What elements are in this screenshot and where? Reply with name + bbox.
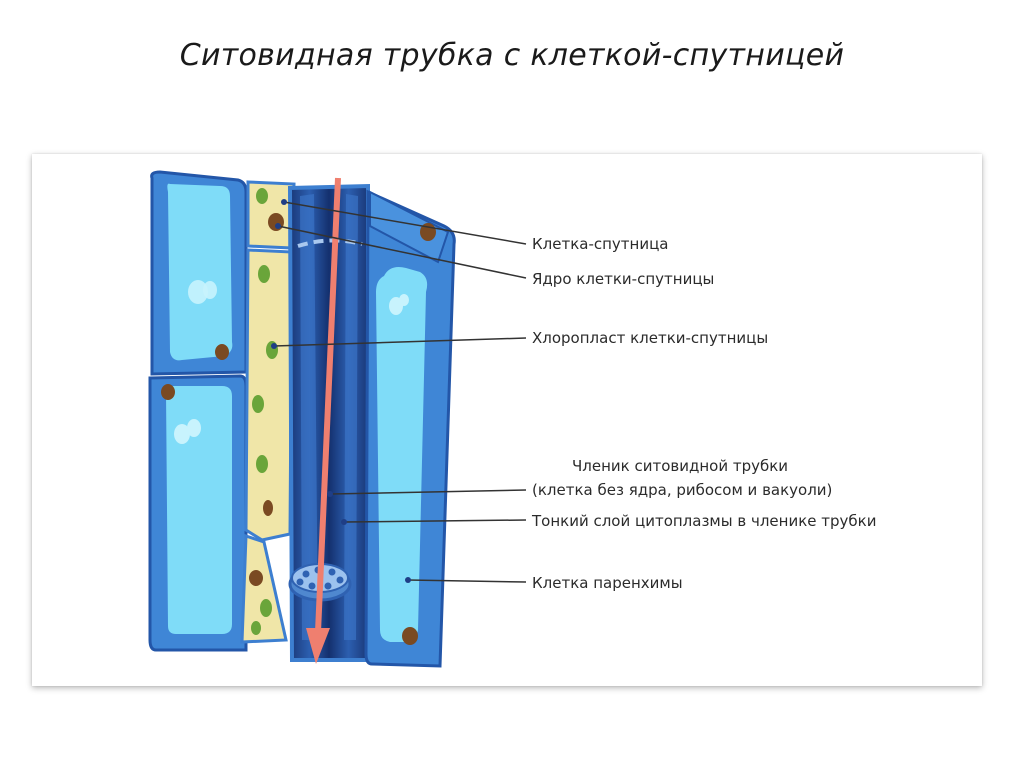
left-parenchyma-upper (152, 172, 246, 374)
label-companion-cell: Клетка-спутница (532, 235, 669, 253)
left-parenchyma-lower (150, 376, 246, 650)
companion-cell-column (242, 182, 294, 642)
label-sieve-element-line2: (клетка без ядра, рибосом и вакуоли) (532, 481, 832, 499)
label-companion-nucleus: Ядро клетки-спутницы (532, 270, 714, 288)
label-parenchyma-cell: Клетка паренхимы (532, 574, 683, 592)
label-sieve-element-line1: Членик ситовидной трубки (572, 457, 788, 475)
right-parenchyma (366, 192, 454, 666)
nucleus-icon (215, 344, 229, 360)
chloroplast-icon (256, 188, 268, 204)
label-companion-chloroplast: Хлоропласт клетки-спутницы (532, 329, 768, 347)
label-cytoplasm-layer: Тонкий слой цитоплазмы в членике трубки (532, 512, 876, 530)
